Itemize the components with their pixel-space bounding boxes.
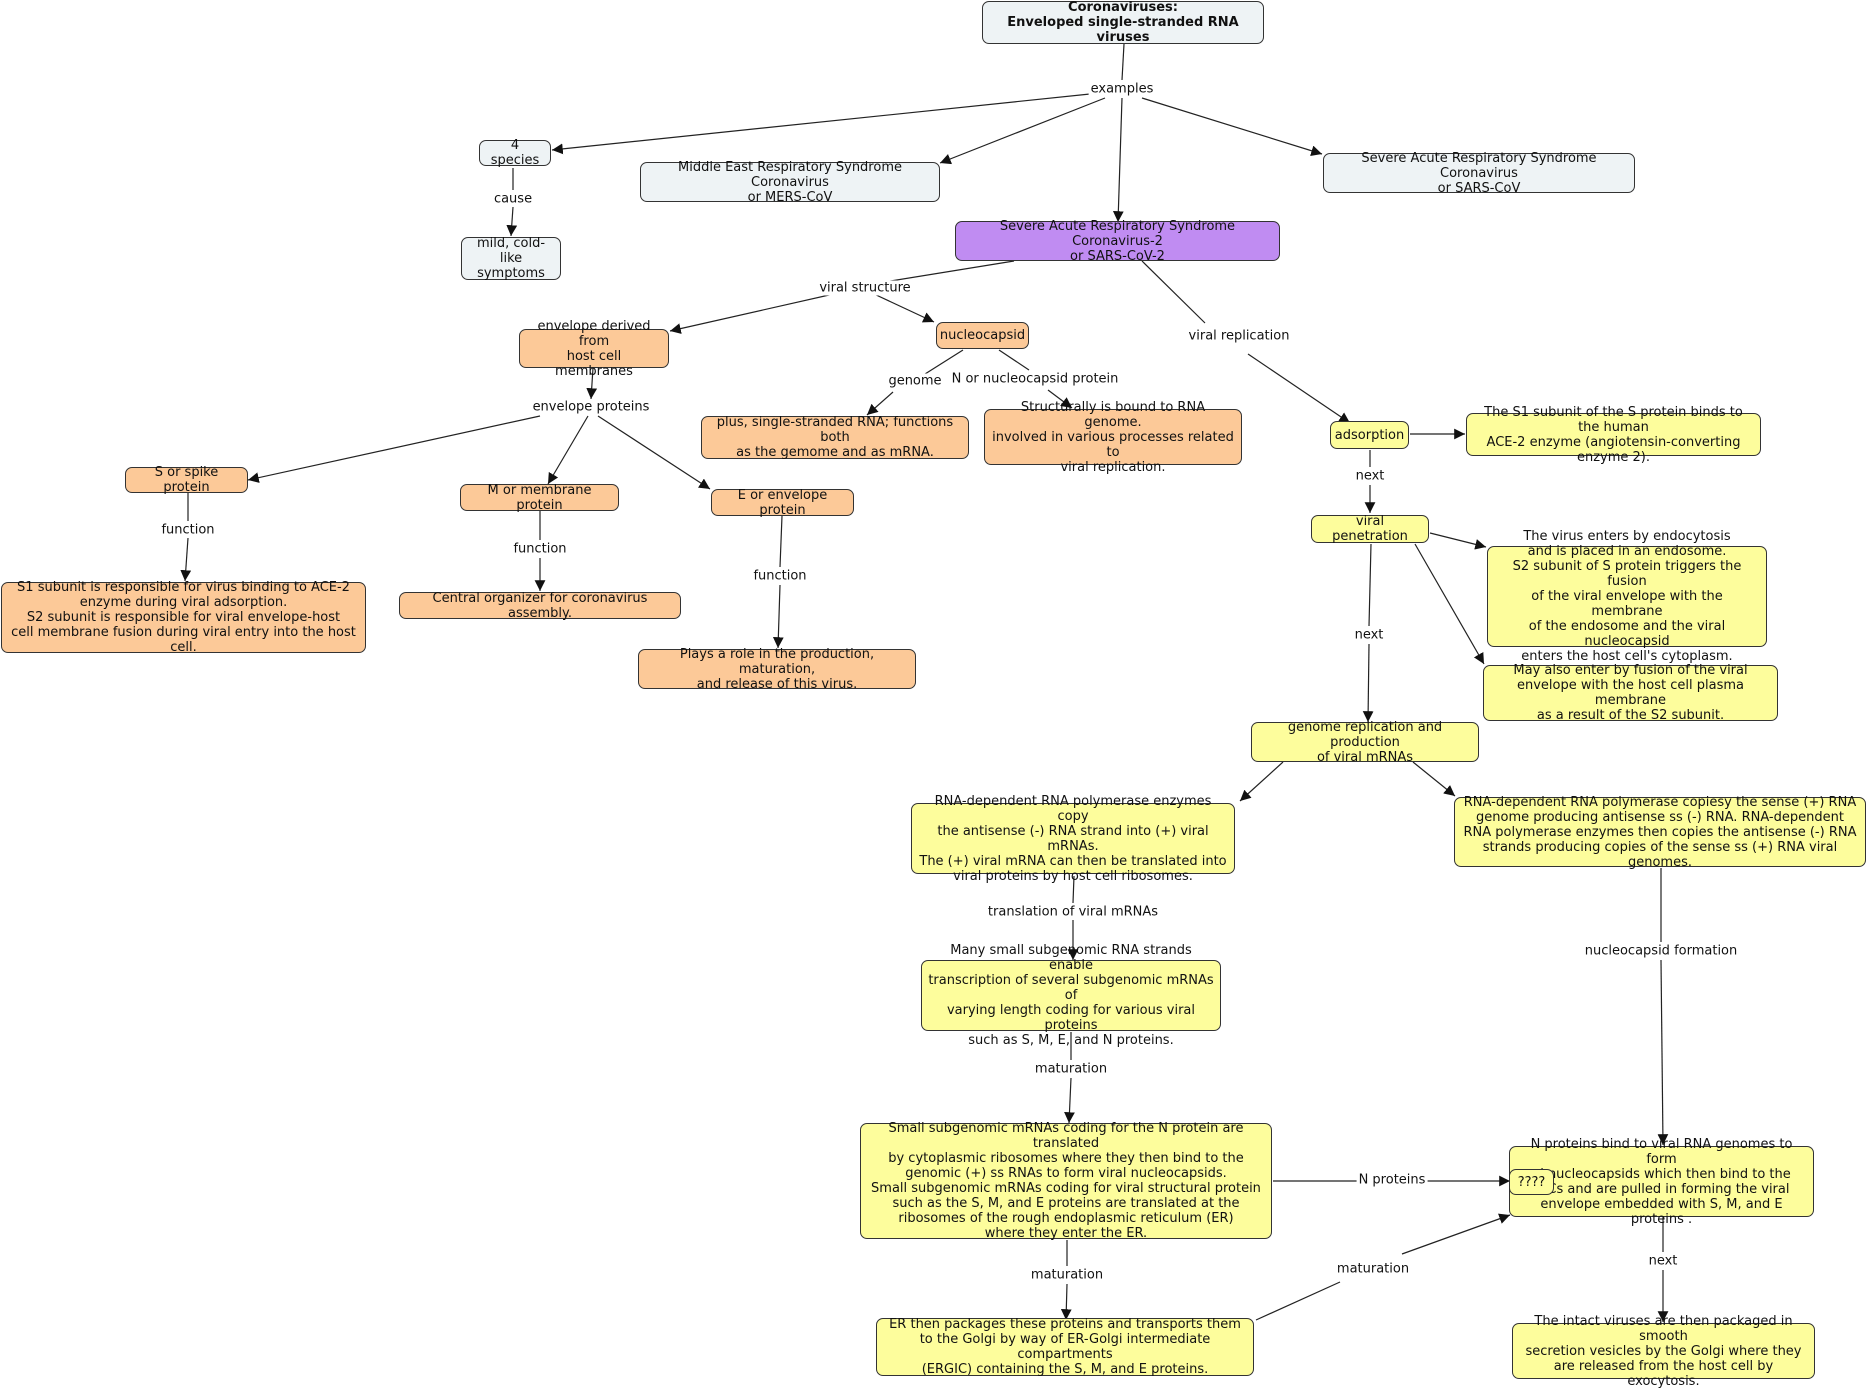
edge-penetration-fusion (1414, 543, 1485, 665)
edge-sars2-structure (877, 260, 1015, 284)
edge-structure-nucleocapsid (873, 293, 935, 323)
edge-nucleo-n (998, 349, 1030, 371)
label-viral-structure: viral structure (817, 280, 913, 296)
node-4-species[interactable]: 4 species (479, 138, 551, 168)
node-endocytosis[interactable]: The virus enters by endocytosis and is p… (1487, 529, 1767, 664)
edge-proteins-m (547, 415, 589, 485)
node-n-proteins-bind[interactable]: N proteins bind to viral RNA genomes to … (1509, 1137, 1814, 1227)
node-genome-replication[interactable]: genome replication and production of vir… (1251, 720, 1479, 765)
label-n-nucleocapsid-protein: N or nucleocapsid protein (949, 371, 1121, 387)
node-rdrp-antisense-copy[interactable]: RNA-dependent RNA polymerase enzymes cop… (911, 794, 1235, 884)
node-spike-protein[interactable]: S or spike protein (125, 465, 248, 495)
edge-penetration-next (1368, 543, 1372, 627)
edge-genome-rdrp2 (1412, 761, 1456, 797)
label-envelope-proteins: envelope proteins (530, 399, 652, 415)
edge-nucleo-genome (924, 349, 964, 375)
label-nucleocapsid-formation: nucleocapsid formation (1582, 943, 1740, 959)
label-function-envelope: function (751, 568, 809, 584)
edge-root-examples (1121, 43, 1125, 81)
edge-proteins-spike (247, 415, 541, 483)
edge-examples-sars (1141, 97, 1323, 156)
node-central-organizer[interactable]: Central organizer for coronavirus assemb… (399, 591, 681, 621)
node-n-protein-function[interactable]: Structurally is bound to RNA genome. inv… (984, 400, 1242, 475)
edge-replication-adsorption (1247, 353, 1351, 424)
label-next-adsorption: next (1353, 468, 1387, 484)
node-sars-cov-2[interactable]: Severe Acute Respiratory Syndrome Corona… (955, 219, 1280, 264)
node-sars-cov[interactable]: Severe Acute Respiratory Syndrome Corona… (1323, 151, 1635, 196)
node-envelope-protein[interactable]: E or envelope protein (711, 488, 854, 518)
node-intact-virus-release[interactable]: The intact viruses are then packaged in … (1512, 1314, 1815, 1389)
edge-examples-mers (939, 97, 1106, 165)
node-s1-binds-ace2[interactable]: The S1 subunit of the S protein binds to… (1466, 405, 1761, 465)
edge-proteins-e (597, 415, 711, 490)
node-subgenomic-translation[interactable]: Small subgenomic mRNAs coding for the N … (860, 1121, 1272, 1241)
edge-n-nprot (1047, 389, 1073, 409)
node-nucleocapsid[interactable]: nucleocapsid (936, 322, 1029, 349)
edge-rdrp1-translation (1072, 875, 1075, 904)
node-production-maturation-release[interactable]: Plays a role in the production, maturati… (638, 647, 916, 692)
node-rdrp-sense-copy[interactable]: RNA-dependent RNA polymerase copiesy the… (1454, 795, 1866, 870)
edge-genome-rna (866, 391, 894, 416)
label-genome: genome (886, 373, 944, 389)
label-function-spike: function (159, 522, 217, 538)
edge-maturation-translated (1064, 1077, 1075, 1124)
edge-next-genome (1362, 643, 1374, 723)
edge-examples-sars2 (1112, 97, 1124, 223)
edge-maturation-er (1060, 1283, 1072, 1321)
node-coronaviruses[interactable]: Coronaviruses: Enveloped single-stranded… (982, 0, 1264, 45)
node-mers-cov[interactable]: Middle East Respiratory Syndrome Coronav… (640, 160, 940, 205)
edge-function-plays (772, 584, 784, 649)
label-n-proteins: N proteins (1356, 1172, 1428, 1188)
node-unknown-overlay[interactable]: ???? (1509, 1169, 1554, 1195)
node-subgenomic-rna[interactable]: Many small subgenomic RNA strands enable… (921, 943, 1221, 1048)
label-function-membrane: function (511, 541, 569, 557)
node-plasma-membrane-fusion[interactable]: May also enter by fusion of the viral en… (1483, 663, 1778, 723)
label-cause: cause (491, 191, 535, 207)
edge-envelope-proteins (586, 367, 598, 400)
label-viral-replication: viral replication (1186, 328, 1292, 344)
node-adsorption[interactable]: adsorption (1330, 421, 1409, 449)
node-envelope-host-membranes[interactable]: envelope derived from host cell membrane… (519, 319, 669, 379)
edge-sars2-replication (1141, 260, 1206, 324)
node-single-stranded-rna[interactable]: plus, single-stranded RNA; functions bot… (701, 415, 969, 460)
edge-nform-nbind (1657, 959, 1669, 1146)
label-maturation-translated: maturation (1028, 1267, 1106, 1283)
edge-function-s1 (180, 537, 192, 582)
label-maturation-er: maturation (1334, 1261, 1412, 1277)
label-next-penetration: next (1352, 627, 1386, 643)
edge-genome-rdrp1 (1239, 761, 1284, 802)
node-er-golgi-transport[interactable]: ER then packages these proteins and tran… (876, 1317, 1254, 1377)
edge-examples-species (551, 93, 1091, 155)
edge-er-maturation (1255, 1281, 1341, 1321)
edge-maturation-nbind (1401, 1213, 1511, 1255)
edge-penetration-endocytosis (1429, 532, 1487, 550)
node-mild-symptoms[interactable]: mild, cold-like symptoms (461, 236, 561, 281)
node-s1-s2-subunits[interactable]: S1 subunit is responsible for virus bind… (1, 580, 366, 655)
label-examples: examples (1088, 81, 1156, 97)
edge-cause-mild (506, 206, 518, 237)
label-maturation-subgenomic: maturation (1032, 1061, 1110, 1077)
label-translation-viral-mrnas: translation of viral mRNAs (985, 904, 1161, 920)
edge-e-function (779, 515, 783, 568)
edge-structure-envelope (669, 292, 839, 334)
label-next-intact: next (1646, 1253, 1680, 1269)
node-membrane-protein[interactable]: M or membrane protein (460, 483, 619, 513)
node-viral-penetration[interactable]: viral penetration (1311, 514, 1429, 544)
